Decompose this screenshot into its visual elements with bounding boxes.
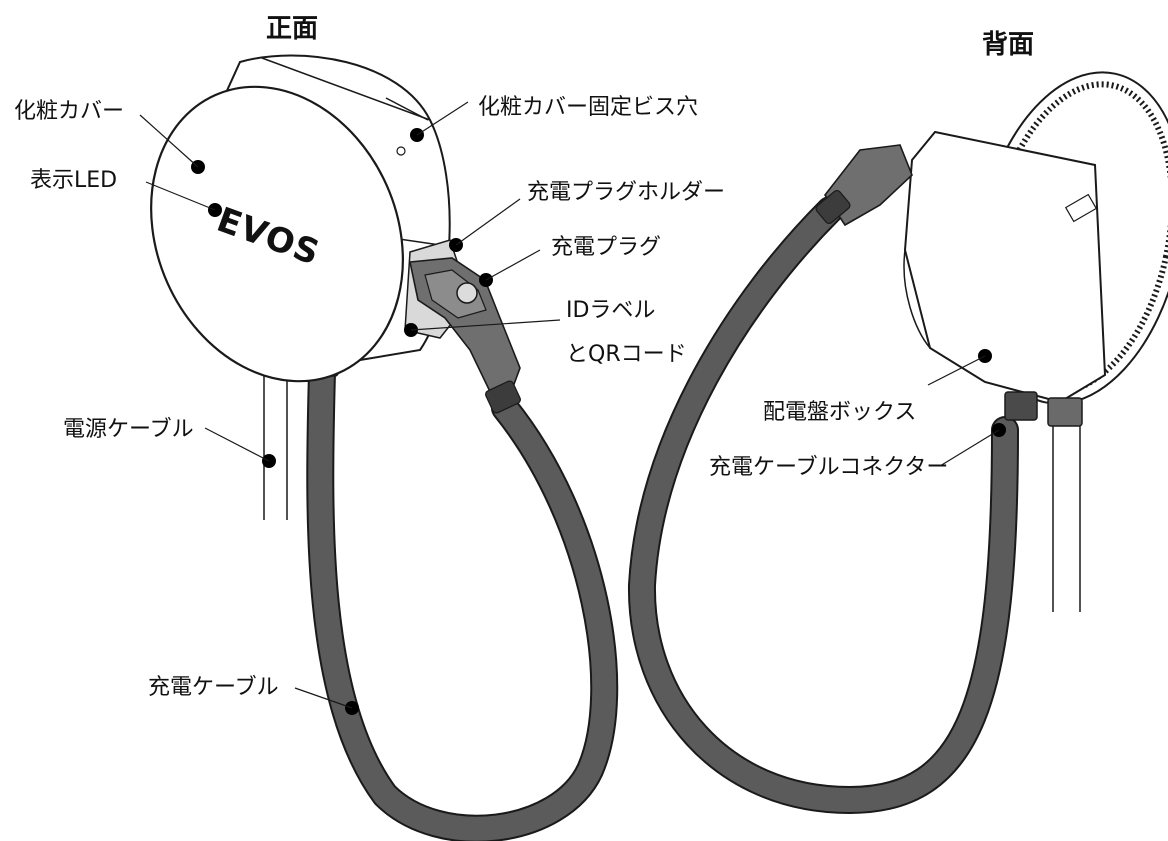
back-view: [627, 71, 1168, 815]
label-distribution-box: 配電盤ボックス: [763, 400, 917, 425]
heading-back: 背面: [982, 30, 1035, 60]
charging-plug-front: [409, 257, 521, 414]
cable-connector-back: [1004, 391, 1038, 421]
leader-lines-back: [927, 355, 1000, 467]
label-cable-connector: 充電ケーブルコネクター: [709, 455, 949, 480]
label-cover-screw-hole: 化粧カバー固定ビス穴: [478, 95, 699, 120]
leader-lines-front: [139, 101, 561, 709]
label-charging-plug: 充電プラグ: [551, 235, 662, 260]
label-id-label-line1: IDラベル: [566, 298, 656, 323]
label-charging-cable: 充電ケーブル: [148, 675, 279, 700]
heading-front: 正面: [266, 14, 319, 44]
power-cable-front: [263, 355, 288, 520]
label-power-cable: 電源ケーブル: [63, 417, 194, 442]
label-plug-holder: 充電プラグホルダー: [527, 180, 726, 205]
screw-hole-icon: [396, 146, 406, 156]
charging-plug-back: [815, 144, 913, 227]
label-id-label-line2: とQRコード: [566, 342, 687, 367]
front-view: [139, 54, 619, 841]
power-cable-back: [1052, 420, 1081, 612]
label-decorative-cover: 化粧カバー: [14, 99, 125, 124]
decorative-cover-front: [150, 85, 404, 383]
distribution-box: [903, 130, 1107, 404]
label-indicator-led: 表示LED: [30, 168, 118, 193]
